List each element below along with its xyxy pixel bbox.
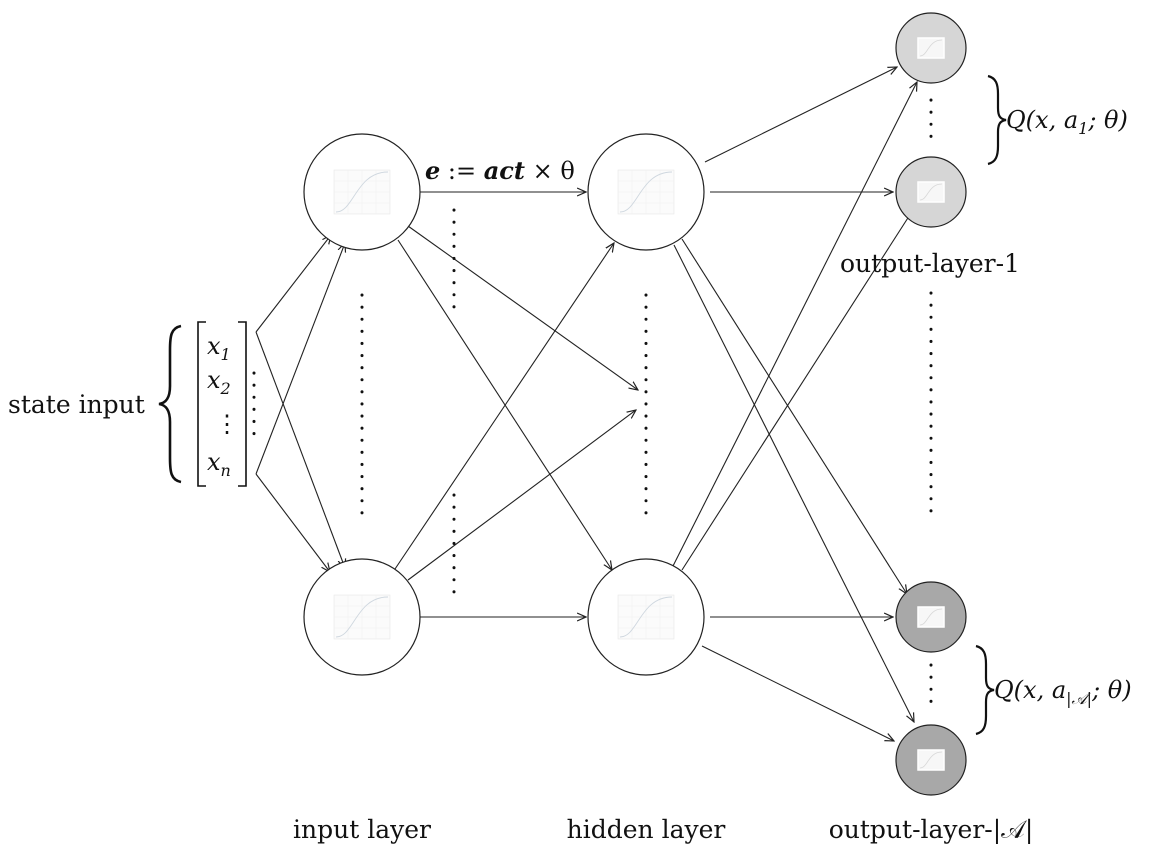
sigmoid-icon bbox=[917, 37, 945, 59]
ellipsis-dots bbox=[252, 98, 933, 707]
q-bottom-label: Q(x, a|𝒜|; θ) bbox=[994, 676, 1132, 708]
edge-hidden-bottom-to-out2 bbox=[681, 210, 913, 571]
vector-left-bracket bbox=[197, 321, 206, 487]
hidden-layer-nodes bbox=[587, 133, 705, 676]
edges bbox=[255, 67, 917, 741]
edge-input-bottom-to-hidden-middle bbox=[407, 410, 636, 581]
output-node-3 bbox=[895, 581, 967, 653]
output-node-2 bbox=[895, 156, 967, 228]
x1-label: x1 bbox=[207, 332, 231, 364]
state-input-vector: x1 x2 ⋮ xn bbox=[158, 321, 247, 487]
edge-xn-to-input-bottom bbox=[255, 473, 330, 572]
sigmoid-icon bbox=[617, 594, 675, 640]
edge-hidden-top-to-out4 bbox=[673, 244, 914, 722]
sigmoid-icon bbox=[333, 594, 391, 640]
q-bottom-brace bbox=[975, 644, 995, 736]
q-value-bottom-group: Q(x, a|𝒜|; θ) bbox=[975, 644, 1132, 736]
output-node-4 bbox=[895, 724, 967, 796]
input-node-top bbox=[303, 133, 421, 251]
edge-input-bottom-to-hidden-top bbox=[394, 243, 614, 570]
hidden-layer-label: hidden layer bbox=[567, 815, 726, 844]
edge-xn-to-input-top bbox=[255, 243, 345, 475]
edge-input-top-to-hidden-middle bbox=[407, 225, 638, 390]
output-nodes bbox=[895, 12, 967, 796]
edge-hidden-bottom-to-out1 bbox=[672, 82, 917, 567]
sigmoid-icon bbox=[917, 749, 945, 771]
xn-label: xn bbox=[207, 448, 231, 480]
edge-hidden-top-to-out1 bbox=[704, 67, 897, 163]
edge-hidden-top-to-out3 bbox=[681, 238, 907, 594]
output-layer-A-label: output-layer-|𝒜| bbox=[829, 815, 1034, 845]
output-layer-1-label: output-layer-1 bbox=[840, 249, 1020, 278]
state-input-label: state input bbox=[8, 390, 145, 419]
input-node-bottom bbox=[303, 558, 421, 676]
input-layer-label: input layer bbox=[293, 815, 431, 844]
edge-x1-to-input-bottom bbox=[255, 331, 345, 568]
q-top-brace bbox=[987, 74, 1007, 166]
vector-vdots: ⋮ bbox=[215, 410, 239, 438]
weight-equation: e := act × θ bbox=[425, 156, 575, 185]
q-value-top-group: Q(x, a1; θ) bbox=[987, 74, 1128, 166]
hidden-node-top bbox=[587, 133, 705, 251]
q-top-label: Q(x, a1; θ) bbox=[1006, 106, 1128, 138]
sigmoid-icon bbox=[617, 169, 675, 215]
sigmoid-icon bbox=[917, 181, 945, 203]
edge-hidden-bottom-to-out4 bbox=[701, 645, 894, 741]
sigmoid-icon bbox=[333, 169, 391, 215]
input-layer-nodes bbox=[303, 133, 421, 676]
state-input-brace bbox=[158, 324, 182, 484]
output-node-1 bbox=[895, 12, 967, 84]
vector-right-bracket bbox=[238, 321, 247, 487]
sigmoid-icon bbox=[917, 606, 945, 628]
x2-label: x2 bbox=[207, 366, 231, 398]
edge-x1-to-input-top bbox=[255, 235, 331, 333]
hidden-node-bottom bbox=[587, 558, 705, 676]
